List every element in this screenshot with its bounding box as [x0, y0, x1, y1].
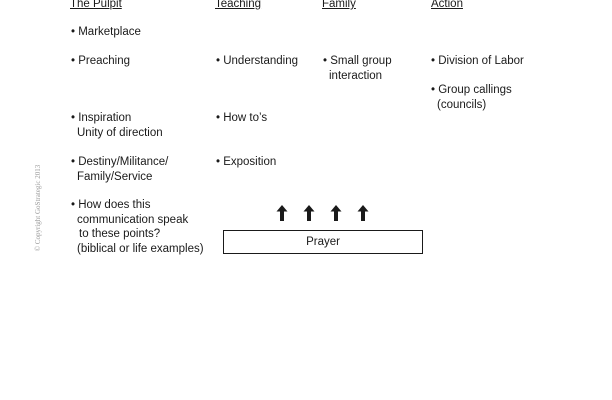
teaching-item-understanding: • Understanding	[216, 54, 298, 69]
pulpit-item-line: • Preaching	[71, 55, 131, 67]
pulpit-item-line: to these points?	[79, 228, 161, 240]
pulpit-item-marketplace: • Marketplace	[71, 25, 141, 40]
pulpit-item-line: communication speak	[77, 213, 189, 226]
arrow-up-icon	[328, 204, 344, 222]
arrow-up-icon	[355, 204, 371, 222]
pulpit-item-destiny: • Destiny/Militance/ Family/Service	[71, 155, 168, 184]
arrow-up-icon	[274, 204, 290, 222]
pulpit-item-line: • How does this	[71, 199, 151, 211]
pulpit-item-line: (biblical or life examples)	[77, 242, 204, 255]
pulpit-item-line: Unity of direction	[77, 126, 163, 139]
teaching-item-line: • Understanding	[216, 55, 299, 67]
action-item-division-of-labor: • Division of Labor	[431, 54, 524, 69]
family-item-line: interaction	[329, 69, 383, 82]
family-item-line: • Small group	[323, 55, 392, 67]
action-item-line: • Division of Labor	[431, 55, 524, 67]
action-item-group-callings: • Group callings (councils)	[431, 83, 512, 112]
prayer-label: Prayer	[306, 236, 340, 248]
pulpit-item-question: • How does this communication speak to t…	[71, 198, 204, 256]
teaching-item-line: • How to’s	[216, 112, 268, 124]
copyright-notice: © Copyright GoStrategic 2013	[34, 164, 42, 252]
prayer-box: Prayer	[223, 230, 423, 254]
pulpit-item-preaching: • Preaching	[71, 54, 130, 69]
header-teaching: Teaching	[215, 0, 262, 10]
pulpit-item-line: • Marketplace	[71, 26, 141, 38]
pulpit-item-line: • Inspiration	[71, 112, 132, 124]
teaching-item-how-tos: • How to’s	[216, 111, 267, 126]
arrow-up-icon	[301, 204, 317, 222]
action-item-line: • Group callings	[431, 84, 512, 96]
header-action: Action	[431, 0, 463, 10]
header-the-pulpit: The Pulpit	[70, 0, 122, 10]
header-family: Family	[322, 0, 356, 10]
teaching-item-line: • Exposition	[216, 156, 277, 168]
pulpit-item-line: Family/Service	[77, 170, 153, 183]
pulpit-item-line: • Destiny/Militance/	[71, 156, 169, 168]
action-item-line: (councils)	[437, 98, 487, 111]
pulpit-item-inspiration: • Inspiration Unity of direction	[71, 111, 163, 140]
teaching-item-exposition: • Exposition	[216, 155, 276, 170]
family-item-small-group: • Small group interaction	[323, 54, 392, 83]
